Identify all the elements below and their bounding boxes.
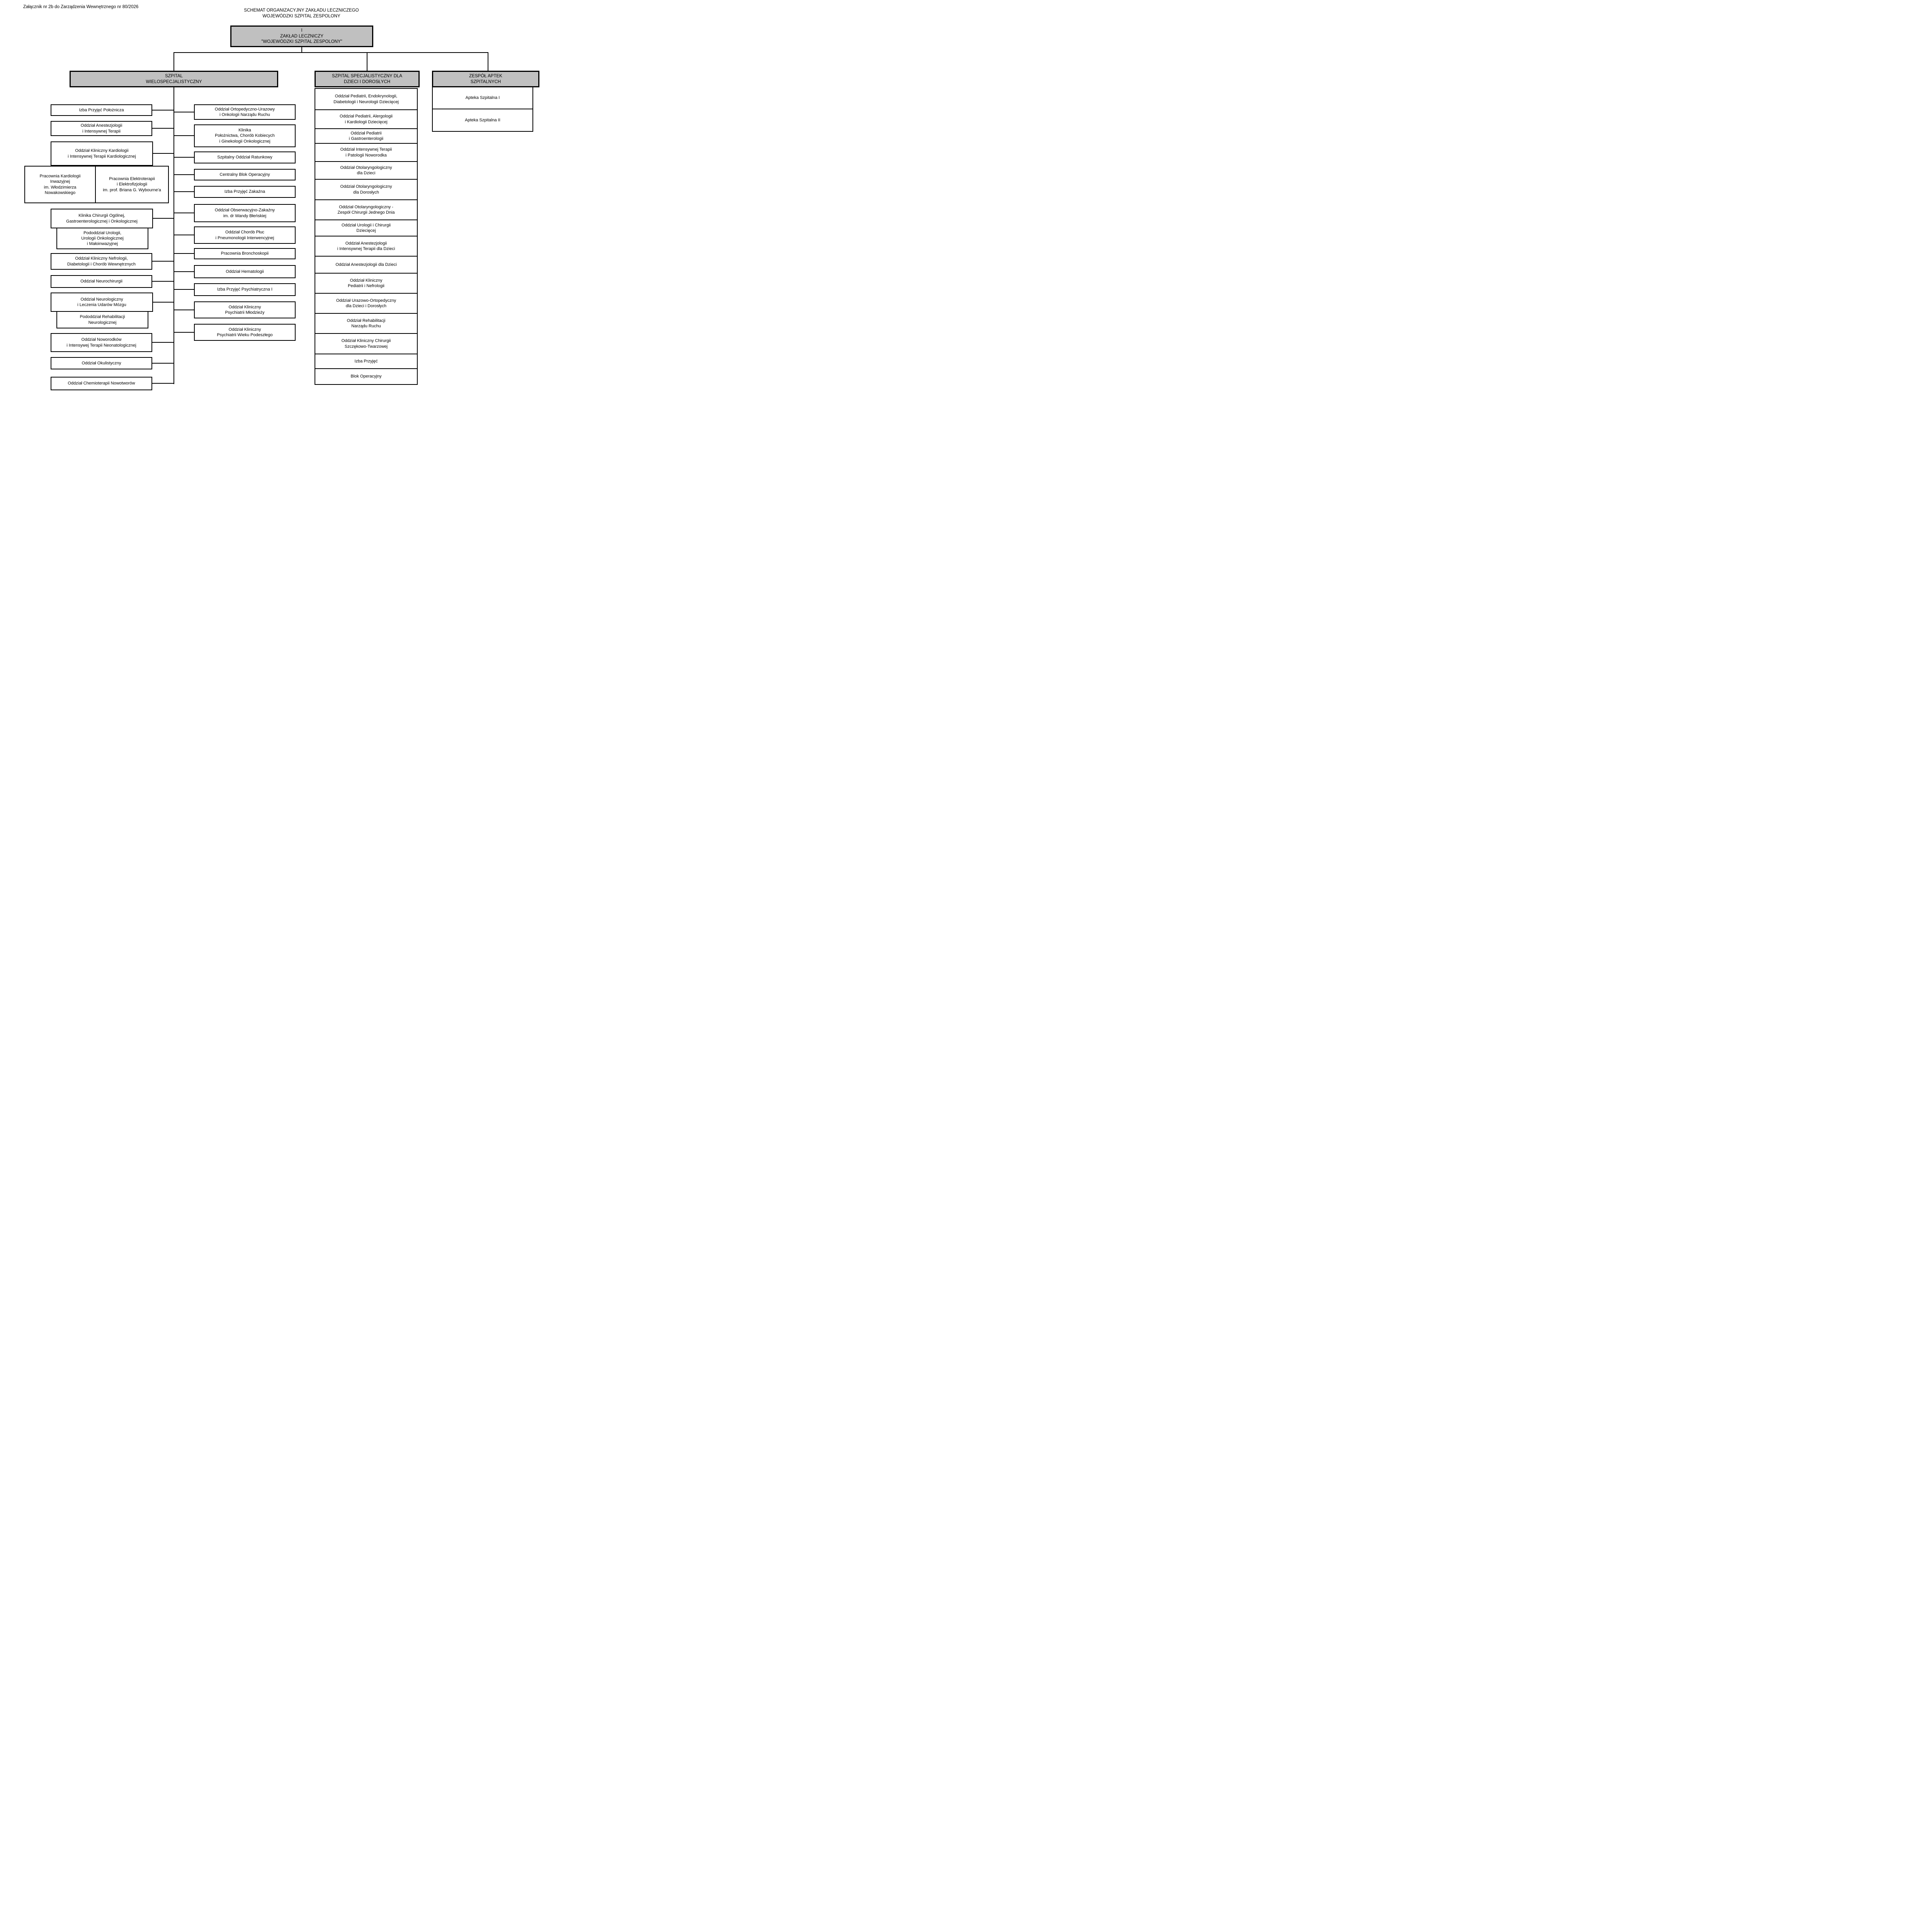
box-pracownia-bronchoskopii: Pracownia Bronchoskopii bbox=[194, 248, 296, 259]
box-pracownia-kardiologii-inwazyjnej: Pracownia Kardiologii Inwazyjnej im. Wło… bbox=[24, 166, 96, 203]
connector-stub bbox=[173, 253, 194, 254]
page-title: SCHEMAT ORGANIZACYJNY ZAKŁADU LECZNICZEG… bbox=[244, 8, 359, 19]
box-oddzial-pediatrii-gastroenterologii: Oddział Pediatrii i Gastroenterologii bbox=[315, 128, 418, 144]
box-anestezjologii-it-dla-dzieci: Oddział Anestezjologii i Intensywnej Ter… bbox=[315, 236, 418, 257]
connector-stub bbox=[152, 363, 174, 364]
box-oddzial-noworodkow: Oddział Noworodków i Intensywej Terapii … bbox=[51, 333, 152, 352]
box-rehabilitacji-narzadu-ruchu: Oddział Rehabilitacji Narządu Ruchu bbox=[315, 313, 418, 334]
box-oddzial-obserwacyjno-zakazny: Oddział Obserwacyjno-Zakaźny im. dr Wand… bbox=[194, 204, 296, 222]
header-zespol-aptek: ZESPÓŁ APTEK SZPITALNYCH bbox=[432, 71, 539, 87]
box-oddzial-ortopedyczno-urazowy: Oddział Ortopedyczno-Urazowy i Onkologii… bbox=[194, 104, 296, 120]
connector-stub bbox=[153, 218, 174, 219]
box-oddzial-psychiatrii-wieku-podeszlego: Oddział Kliniczny Psychiatrii Wieku Pode… bbox=[194, 324, 296, 341]
box-szpitalny-oddzial-ratunkowy: Szpitalny Oddział Ratunkowy bbox=[194, 151, 296, 163]
box-izba-przyjec-psychiatryczna: Izba Przyjęć Psychiatryczna I bbox=[194, 283, 296, 296]
connector-stub bbox=[152, 281, 174, 282]
box-oddzial-hematologii: Oddział Hematologii bbox=[194, 265, 296, 278]
box-klinika-poloznictwa: Klinika Położnictwa, Chorób Kobiecych i … bbox=[194, 124, 296, 147]
box-oddzial-psychiatrii-mlodziezy: Oddział Kliniczny Psychiatrii Młodzieży bbox=[194, 301, 296, 318]
connector-stub bbox=[152, 342, 174, 343]
root-box-zaklad-leczniczy: I ZAKŁAD LECZNICZY "WOJEWÓDZKI SZPITAL Z… bbox=[230, 26, 373, 47]
box-urazowo-ortopedyczny: Oddział Urazowo-Ortopedyczny dla Dzieci … bbox=[315, 293, 418, 314]
box-oddzial-anestezjologii-it: Oddział Anestezjologii i Intensywnej Ter… bbox=[51, 121, 152, 136]
box-izba-przyjec-poloznicza: Izba Przyjęć Położnicza bbox=[51, 104, 152, 116]
box-oddzial-neurochirurgii: Oddział Neurochirurgii bbox=[51, 275, 152, 288]
box-otolaryngologiczny-chirurgia-jednego-dnia: Oddział Otolaryngologiczny - Zespół Chir… bbox=[315, 199, 418, 220]
box-izba-przyjec: Izba Przyjęć bbox=[315, 354, 418, 369]
box-urologii-chirurgii-dzieciecej: Oddział Urologii i Chirurgii Dziecięcej bbox=[315, 219, 418, 236]
org-chart-page: Załącznik nr 2b do Zarządzenia Wewnętrzn… bbox=[0, 0, 603, 426]
box-pododdzial-urologii: Pododdział Urologii, Urologii Onkologicz… bbox=[56, 228, 148, 249]
box-oddzial-chorob-pluc: Oddział Chorób Płuc i Pneumonologii Inte… bbox=[194, 226, 296, 244]
box-oddzial-okulistyczny: Oddział Okulistyczny bbox=[51, 357, 152, 369]
box-pracownia-elektroterapii: Pracownia Elektroterapii i Elektrofizjol… bbox=[95, 166, 169, 203]
box-oddzial-chemioterapii: Oddział Chemioterapii Nowotworów bbox=[51, 377, 152, 390]
connector-stub bbox=[173, 191, 194, 192]
connector-stub bbox=[173, 332, 194, 333]
box-oddzial-pediatrii-endokrynologii: Oddział Pediatrii, Endokrynologii, Diabe… bbox=[315, 88, 418, 110]
box-otolaryngologiczny-dorosli: Oddział Otolaryngologiczny dla Dorosłych bbox=[315, 179, 418, 200]
header-szpital-wielospecjalistyczny: SZPITAL WIELOSPECJALISTYCZNY bbox=[70, 71, 278, 87]
connector-stub bbox=[153, 153, 174, 154]
box-chirurgii-szczekowo-twarzowej: Oddział Kliniczny Chirurgii Szczękowo-Tw… bbox=[315, 333, 418, 354]
connector-stub bbox=[152, 110, 174, 111]
connector-multispecialty-trunk bbox=[173, 87, 174, 384]
box-pododdzial-rehabilitacji-neurologicznej: Pododdział Rehabilitacji Neurologicznej bbox=[56, 311, 148, 328]
connector-stub bbox=[173, 289, 194, 290]
connector-stub bbox=[152, 261, 174, 262]
connector-stub bbox=[153, 302, 174, 303]
box-oddzial-kliniczny-nefrologii: Oddział Kliniczny Nefrologii, Diabetolog… bbox=[51, 253, 152, 270]
box-centralny-blok-operacyjny: Centralny Blok Operacyjny bbox=[194, 169, 296, 180]
box-klinika-chirurgii-ogolnej: Klinika Chirurgii Ogólnej, Gastroenterol… bbox=[51, 209, 153, 228]
box-otolaryngologiczny-dzieci: Oddział Otolaryngologiczny dla Dzieci bbox=[315, 161, 418, 180]
box-apteka-szpitalna-1: Apteka Szpitalna I bbox=[432, 87, 533, 109]
connector-stub bbox=[173, 135, 194, 136]
box-oddzial-pediatrii-alergologii: Oddział Pediatrii, Alergologii i Kardiol… bbox=[315, 109, 418, 129]
box-izba-przyjec-zakazna: Izba Przyjęć Zakaźna bbox=[194, 186, 296, 198]
attachment-note: Załącznik nr 2b do Zarządzenia Wewnętrzn… bbox=[23, 5, 139, 9]
box-oddzial-it-patologii-noworodka: Oddział Intensywnej Terapii i Patologii … bbox=[315, 143, 418, 162]
connector-stub bbox=[173, 174, 194, 175]
connector-drop-multispecialty bbox=[173, 52, 174, 71]
connector-stub bbox=[152, 383, 174, 384]
connector-main-horizontal bbox=[173, 52, 488, 53]
box-apteka-szpitalna-2: Apteka Szpitalna II bbox=[432, 109, 533, 132]
box-blok-operacyjny: Blok Operacyjny bbox=[315, 368, 418, 385]
box-oddzial-kliniczny-kardiologii: Oddział Kliniczny Kardiologii i Intensyw… bbox=[51, 141, 153, 166]
connector-stub bbox=[152, 128, 174, 129]
connector-stub bbox=[173, 271, 194, 272]
connector-root-drop bbox=[301, 47, 302, 53]
box-kliniczny-pediatrii-nefrologii: Oddział Kliniczny Pediatrii i Nefrologii bbox=[315, 273, 418, 294]
header-szpital-specjalistyczny: SZPITAL SPECJALISTYCZNY DLA DZIECI I DOR… bbox=[315, 71, 420, 87]
connector-stub bbox=[173, 157, 194, 158]
box-oddzial-neurologiczny: Oddział Neurologiczny i Leczenia Udarów … bbox=[51, 293, 153, 312]
box-anestezjologii-dla-dzieci: Oddział Anestezjologii dla Dzieci bbox=[315, 256, 418, 274]
